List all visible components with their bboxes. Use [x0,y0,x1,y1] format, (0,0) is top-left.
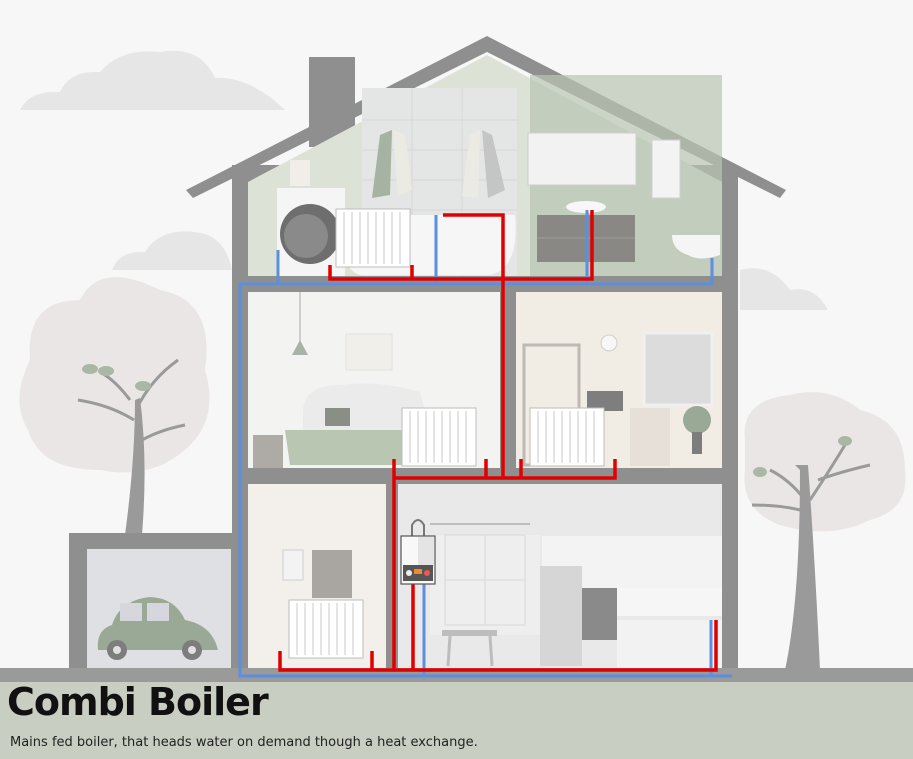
cold-water-pipes [238,210,732,678]
radiator-icon [335,208,411,268]
car-icon [97,597,218,660]
combi-boiler-icon [400,519,436,585]
cloud-icon [20,50,285,110]
hot-water-pipes [278,210,718,672]
garage [69,533,241,673]
combi-boiler-house-diagram [0,36,913,682]
mirror [527,132,637,186]
cloud-icon [112,231,232,270]
caption-bar [0,682,913,759]
tree-right-icon [744,392,906,670]
diagram-subtitle: Mains fed boiler, that heads water on de… [10,735,478,750]
cloud-icon [740,268,828,310]
tree-left-icon [19,277,210,535]
radiator-icon [288,599,364,659]
radiator-icon [529,407,605,467]
radiator-icon [401,407,477,467]
diagram-title: Combi Boiler [7,680,269,724]
